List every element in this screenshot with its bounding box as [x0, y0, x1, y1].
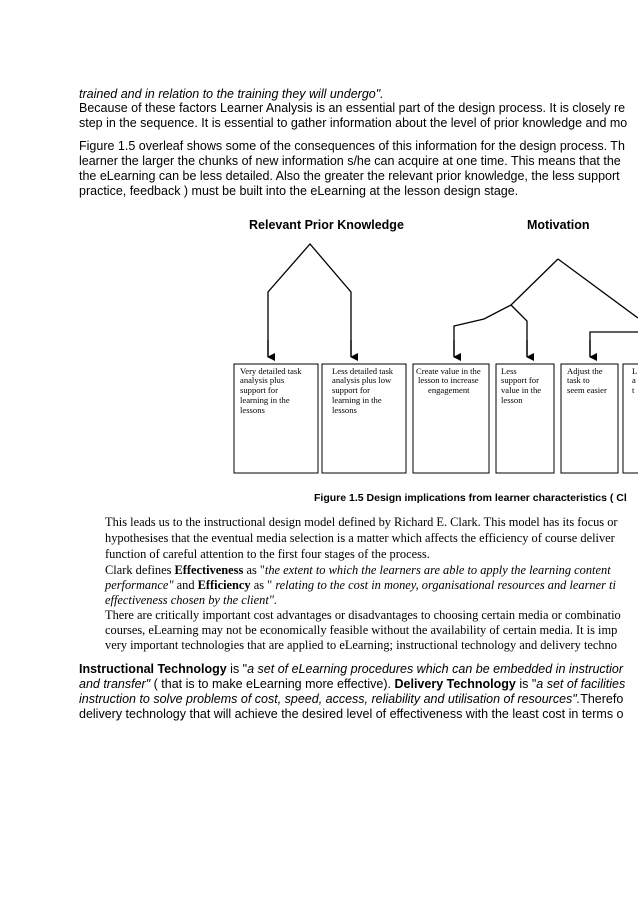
box-very-detailed-text: Very detailed task analysis plus support…: [240, 366, 304, 415]
prior-knowledge-connectors: [267, 243, 358, 361]
clark-line-4: Clark defines Effectiveness as "the exte…: [105, 563, 611, 577]
box-adjust-task: [560, 363, 619, 474]
para2-line-4: practice, feedback ) must be built into …: [79, 184, 519, 198]
intro-line-1: trained and in relation to the training …: [79, 87, 384, 101]
box-create-value-text: Create value in the lesson to increase e…: [416, 366, 483, 395]
clark-line-8: courses, eLearning may not be economical…: [105, 623, 618, 637]
design-implications-diagram: Relevant Prior Knowledge Motivation Very…: [233, 218, 638, 474]
final-line-2: and transfer" ( that is to make eLearnin…: [79, 677, 626, 691]
box-adjust-task-text: Adjust the task to seem easier: [567, 366, 607, 395]
box-less-detailed: [321, 363, 407, 474]
clark-line-9: very important technologies that are app…: [105, 638, 617, 652]
motivation-connectors: [453, 258, 638, 361]
final-line-4: delivery technology that will achieve th…: [79, 707, 624, 721]
heading-motivation: Motivation: [527, 218, 590, 232]
para2-line-1: Figure 1.5 overleaf shows some of the co…: [79, 139, 625, 153]
clark-line-1: This leads us to the instructional desig…: [105, 515, 618, 529]
clark-line-5: performance" and Efficiency as " relatin…: [105, 578, 616, 592]
clark-line-2: hypothesises that the eventual media sel…: [105, 531, 615, 545]
final-line-1: Instructional Technology is "a set of eL…: [79, 662, 624, 676]
box-less-support-text: Less support for value in the lesson: [501, 366, 543, 405]
heading-relevant-prior-knowledge: Relevant Prior Knowledge: [249, 218, 404, 232]
clark-line-3: function of careful attention to the fir…: [105, 547, 430, 561]
box-create-value: [412, 363, 490, 474]
para2-line-3: the eLearning can be less detailed. Also…: [79, 169, 620, 183]
figure-caption: Figure 1.5 Design implications from lear…: [314, 492, 627, 504]
clark-line-7: There are critically important cost adva…: [105, 608, 621, 622]
box-less-support: [495, 363, 555, 474]
box-less-detailed-text: Less detailed task analysis plus low sup…: [332, 366, 395, 415]
intro-line-2: Because of these factors Learner Analysi…: [79, 101, 626, 115]
clark-line-6: effectiveness chosen by the client".: [105, 593, 278, 607]
final-line-3: instruction to solve problems of cost, s…: [79, 692, 624, 706]
box-cut-off: [622, 363, 638, 474]
para2-line-2: learner the larger the chunks of new inf…: [79, 154, 621, 168]
box-very-detailed: [233, 363, 319, 474]
box-cut-off-text: L a t: [632, 366, 638, 395]
intro-line-3: step in the sequence. It is essential to…: [79, 116, 628, 130]
